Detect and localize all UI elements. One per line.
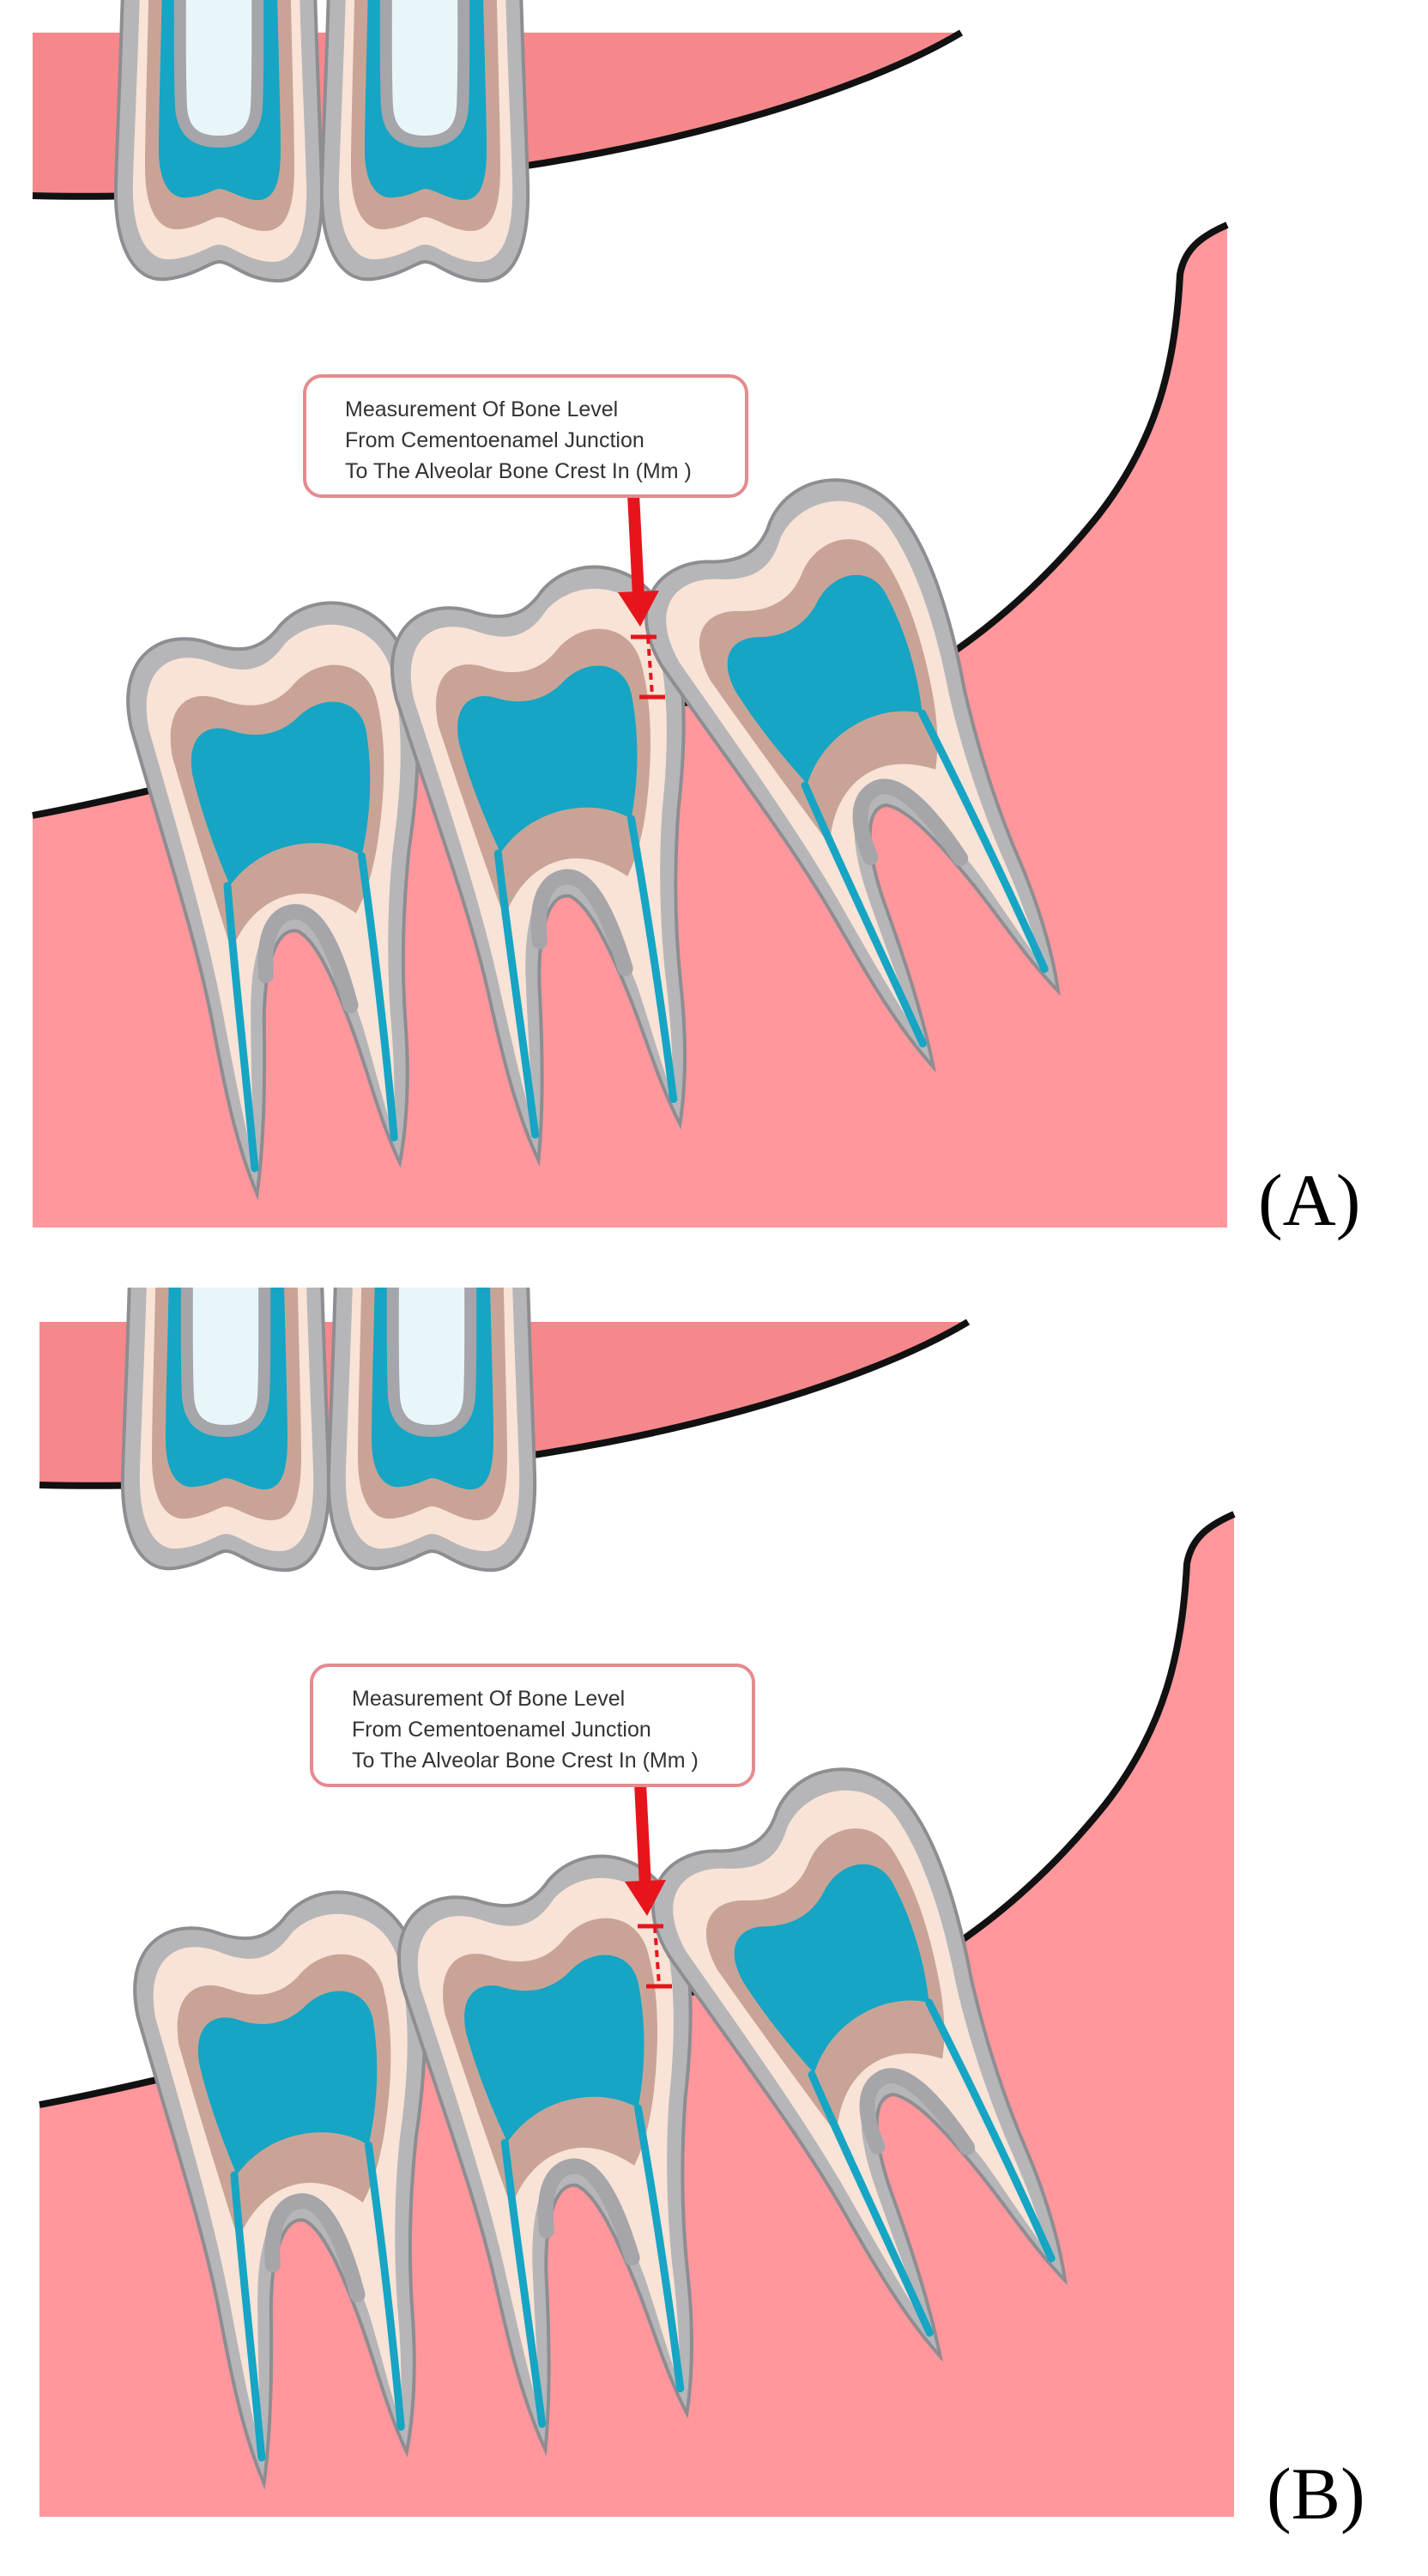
panel-label-b: (B) [1267, 2452, 1365, 2535]
callout-text: Measurement Of Bone Level From Cementoen… [352, 1687, 699, 1773]
callout-text: Measurement Of Bone Level From Cementoen… [345, 397, 692, 483]
callout-line-2: From Cementoenamel Junction [352, 1718, 651, 1742]
panel-a: Measurement Of Bone Level From Cementoen… [0, 0, 1428, 1288]
dental-diagram: Measurement Of Bone Level From Cementoen… [0, 1288, 1428, 2575]
callout-line-1: Measurement Of Bone Level [352, 1687, 625, 1711]
panel-label-a: (A) [1258, 1159, 1361, 1241]
callout-line-1: Measurement Of Bone Level [345, 397, 618, 421]
panel-b: Measurement Of Bone Level From Cementoen… [0, 1288, 1428, 2575]
callout-line-2: From Cementoenamel Junction [345, 428, 644, 452]
callout-line-3: To The Alveolar Bone Crest In (Mm ) [345, 459, 692, 483]
callout-line-3: To The Alveolar Bone Crest In (Mm ) [352, 1749, 699, 1773]
dental-diagram: Measurement Of Bone Level From Cementoen… [0, 0, 1428, 1288]
